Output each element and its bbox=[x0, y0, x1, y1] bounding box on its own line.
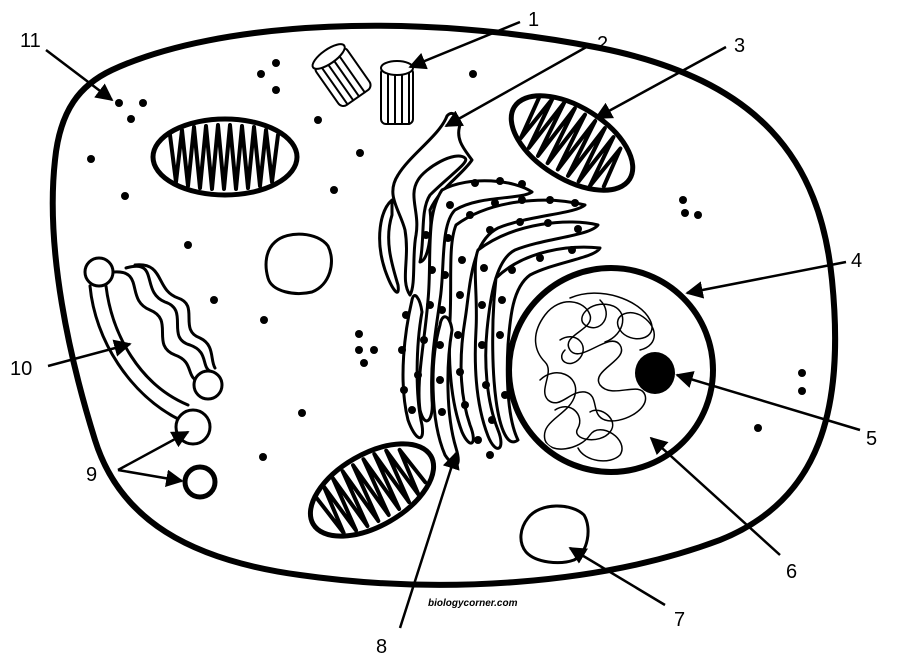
vacuole-center bbox=[264, 232, 333, 295]
leader-2 bbox=[444, 43, 591, 128]
cell-membrane bbox=[49, 22, 839, 588]
leader-9b bbox=[117, 468, 184, 487]
label-3: 3 bbox=[734, 35, 745, 57]
mitochondrion-top-right bbox=[508, 93, 636, 193]
label-8: 8 bbox=[376, 636, 387, 658]
leader-11 bbox=[45, 49, 114, 102]
leader-9a bbox=[117, 430, 190, 472]
leader-4 bbox=[685, 260, 847, 299]
leader-5 bbox=[675, 371, 861, 432]
nucleus bbox=[506, 265, 716, 475]
ribosomes bbox=[87, 59, 806, 461]
centriole-left bbox=[311, 43, 372, 108]
smooth-er bbox=[378, 111, 474, 297]
leader-3 bbox=[594, 45, 727, 120]
leader-1 bbox=[408, 20, 521, 70]
label-4: 4 bbox=[851, 250, 862, 272]
mitochondrion-left bbox=[150, 116, 300, 198]
rough-er bbox=[398, 177, 602, 467]
label-6: 6 bbox=[786, 561, 797, 583]
label-9: 9 bbox=[86, 464, 97, 486]
label-1: 1 bbox=[528, 9, 539, 31]
vesicle-exocytosis bbox=[182, 464, 218, 500]
label-7: 7 bbox=[674, 609, 685, 631]
golgi-apparatus bbox=[83, 256, 224, 500]
label-10: 10 bbox=[10, 358, 32, 380]
centriole-right bbox=[380, 60, 414, 125]
leader-6 bbox=[649, 436, 781, 556]
nucleolus bbox=[635, 352, 675, 394]
chromatin bbox=[534, 292, 655, 462]
credit-text: biologycorner.com bbox=[428, 598, 518, 609]
leader-7 bbox=[568, 546, 666, 607]
mitochondrion-bottom bbox=[307, 441, 437, 539]
label-5: 5 bbox=[866, 428, 877, 450]
label-2: 2 bbox=[597, 33, 608, 55]
leader-lines bbox=[45, 20, 861, 629]
leader-10 bbox=[47, 339, 132, 368]
leader-8 bbox=[398, 451, 460, 629]
label-11: 11 bbox=[20, 30, 41, 52]
